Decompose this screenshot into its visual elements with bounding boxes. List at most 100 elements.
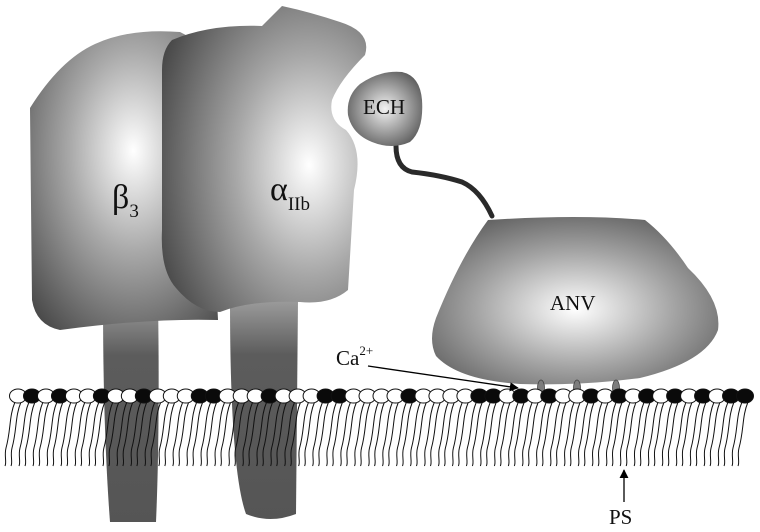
lipid-tail bbox=[681, 401, 693, 467]
lipid-tail bbox=[94, 401, 106, 467]
lipid-tail bbox=[242, 401, 254, 467]
lipid-tail bbox=[443, 401, 455, 467]
lipid-tail bbox=[290, 401, 302, 467]
lipid-tail bbox=[415, 401, 427, 467]
lipid-tail bbox=[429, 401, 441, 467]
lipid-tail bbox=[60, 401, 72, 467]
lipid-tail bbox=[513, 401, 525, 467]
ca-arrow bbox=[367, 365, 519, 392]
lipid-tail bbox=[346, 401, 357, 467]
lipid-tail bbox=[633, 401, 645, 467]
lipid-tail bbox=[276, 401, 288, 467]
beta3-label: β3 bbox=[112, 179, 139, 222]
lipid-tail bbox=[318, 401, 330, 467]
lipid-tail bbox=[158, 401, 170, 467]
lipid-tail bbox=[206, 401, 218, 467]
lipid-tail bbox=[192, 401, 204, 467]
lipid-tail bbox=[340, 401, 351, 467]
lipid-tail bbox=[667, 401, 679, 467]
lipid-tail bbox=[178, 401, 190, 467]
lipid-tail bbox=[200, 401, 212, 467]
lipid-tail bbox=[527, 401, 539, 467]
alphaIIb-body bbox=[161, 6, 367, 312]
lipid-tail bbox=[108, 401, 120, 467]
anv-domain bbox=[432, 217, 719, 385]
lipid-tail bbox=[647, 401, 659, 467]
lipid-tail bbox=[74, 401, 86, 467]
lipid-tail bbox=[116, 401, 128, 467]
lipid-tail bbox=[18, 401, 30, 467]
lipid-tail bbox=[695, 401, 707, 467]
lipid-tail bbox=[228, 401, 240, 467]
lipid-tail bbox=[689, 401, 701, 467]
lipid-tail bbox=[731, 401, 743, 467]
lipid-tail bbox=[675, 401, 687, 467]
lipid-tail bbox=[88, 401, 100, 467]
lipid-tail bbox=[388, 401, 399, 467]
lipid-tail bbox=[521, 401, 533, 467]
lipid-tail bbox=[312, 401, 324, 467]
lipid-tail bbox=[38, 401, 50, 467]
lipid-tail bbox=[653, 401, 665, 467]
lipid-tail bbox=[605, 401, 617, 467]
lipid-tail bbox=[102, 401, 114, 467]
lipid-tail bbox=[10, 401, 22, 467]
lipid-tail bbox=[569, 401, 581, 467]
lipid-tail bbox=[619, 401, 631, 467]
ps-lipid-head bbox=[736, 388, 754, 404]
lipid-tail bbox=[4, 401, 16, 467]
lipid-tail bbox=[248, 401, 260, 467]
lipid-tail bbox=[737, 401, 749, 467]
lipid-tail bbox=[611, 401, 623, 467]
ech-label: ECH bbox=[363, 95, 405, 119]
lipid-tail bbox=[395, 401, 407, 467]
lipid-tail bbox=[262, 401, 274, 467]
lipid-tail bbox=[46, 401, 58, 467]
lipid-tail bbox=[368, 401, 379, 467]
lipid-tail bbox=[66, 401, 78, 467]
lipid-tail bbox=[172, 401, 184, 467]
lipid-tail bbox=[563, 401, 575, 467]
lipid-tail bbox=[639, 401, 651, 467]
calcium-label: Ca2+ bbox=[336, 343, 373, 370]
ech-anv-linker bbox=[393, 143, 495, 219]
beta3-stalk bbox=[103, 300, 159, 522]
lipid-tail bbox=[304, 401, 316, 467]
lipid-tail bbox=[256, 401, 268, 467]
lipid-tail bbox=[401, 401, 413, 467]
lipid-tail bbox=[52, 401, 64, 467]
lipid-tail bbox=[80, 401, 92, 467]
lipid-tail bbox=[122, 401, 134, 467]
lipid-tail bbox=[360, 401, 371, 467]
lipid-tail bbox=[717, 401, 729, 467]
lipid-tail bbox=[298, 401, 310, 467]
ech-domain bbox=[347, 71, 423, 146]
ps-label: PS bbox=[609, 505, 632, 529]
lipid-tail bbox=[214, 401, 226, 467]
lipid-tail bbox=[625, 401, 637, 467]
lipid-tail bbox=[326, 401, 338, 467]
lipid-tail bbox=[144, 401, 156, 467]
lipid-tail bbox=[535, 401, 547, 467]
lipid-tail bbox=[549, 401, 561, 467]
membrane-heads bbox=[9, 388, 754, 404]
lipid-tail bbox=[555, 401, 567, 467]
lipid-tail bbox=[24, 401, 36, 467]
lipid-tail bbox=[136, 401, 148, 467]
alphaIIb-label: αIIb bbox=[270, 171, 310, 215]
lipid-tail bbox=[577, 401, 589, 467]
lipid-tail bbox=[479, 401, 491, 467]
lipid-tail bbox=[130, 401, 142, 467]
lipid-tail bbox=[541, 401, 553, 467]
lipid-tail bbox=[465, 401, 477, 467]
lipid-tail bbox=[591, 401, 603, 467]
lipid-tail bbox=[471, 401, 483, 467]
lipid-tail bbox=[270, 401, 282, 467]
lipid-tail bbox=[32, 401, 44, 467]
lipid-tail bbox=[709, 401, 721, 467]
lipid-tail bbox=[220, 401, 232, 467]
lipid-tail bbox=[451, 401, 463, 467]
lipid-tail bbox=[703, 401, 715, 467]
lipid-tail bbox=[150, 401, 162, 467]
